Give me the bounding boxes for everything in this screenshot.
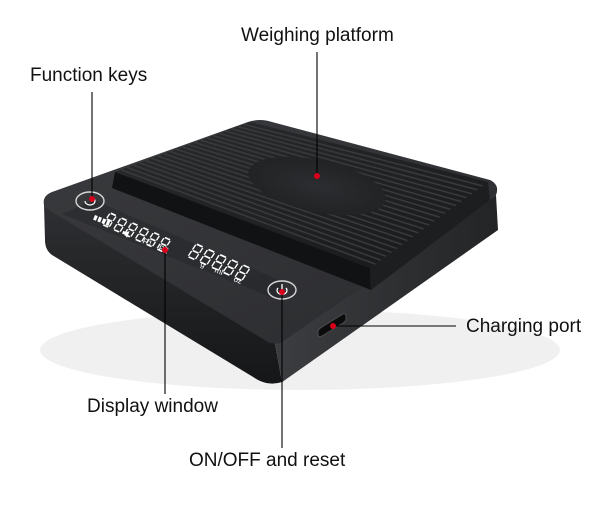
platform-ridge <box>145 159 398 250</box>
led-digit <box>113 217 128 233</box>
platform-ridge <box>237 125 478 191</box>
label-display-window: Display window <box>87 396 218 417</box>
battery-icon <box>93 215 111 226</box>
led-digit <box>187 243 204 261</box>
platform-ridge <box>139 162 392 254</box>
leader-lines <box>91 52 456 448</box>
marker-weighing <box>314 173 320 179</box>
led-digit <box>134 227 150 243</box>
display-window: P1 P2 g ml oz <box>62 200 283 300</box>
platform-ridge <box>243 123 483 187</box>
marker-function <box>89 196 95 202</box>
unit-ml: ml <box>213 266 224 278</box>
platform-ridge <box>151 157 403 246</box>
platform-ridge <box>133 164 387 258</box>
platform-ridge <box>231 128 473 195</box>
label-charging-port: Charging port <box>466 316 582 337</box>
led-digit <box>222 259 239 276</box>
marker-display <box>162 247 168 253</box>
markers <box>89 173 336 329</box>
label-function-keys: Function keys <box>30 65 148 86</box>
led-digit <box>234 264 251 282</box>
sound-icon <box>122 230 130 238</box>
led-digits-row-2 <box>187 243 251 282</box>
unit-g: g <box>199 260 207 270</box>
platform-ridge <box>126 166 382 261</box>
unit-oz: oz <box>232 275 243 287</box>
platform-ridge <box>120 168 376 265</box>
weighing-platform <box>112 122 490 290</box>
led-digit <box>145 232 160 248</box>
led-digit <box>199 248 216 266</box>
marker-charging <box>330 323 336 329</box>
platform-ridge <box>225 130 467 199</box>
led-digit <box>211 254 227 271</box>
platform-recess <box>248 156 386 216</box>
marker-onoff <box>279 289 285 295</box>
label-on-off-reset: ON/OFF and reset <box>189 450 346 471</box>
body-right-face <box>275 195 498 383</box>
label-weighing-platform: Weighing platform <box>241 25 394 46</box>
indicator-p1: P1 <box>141 237 154 249</box>
body-front-face <box>44 205 282 384</box>
